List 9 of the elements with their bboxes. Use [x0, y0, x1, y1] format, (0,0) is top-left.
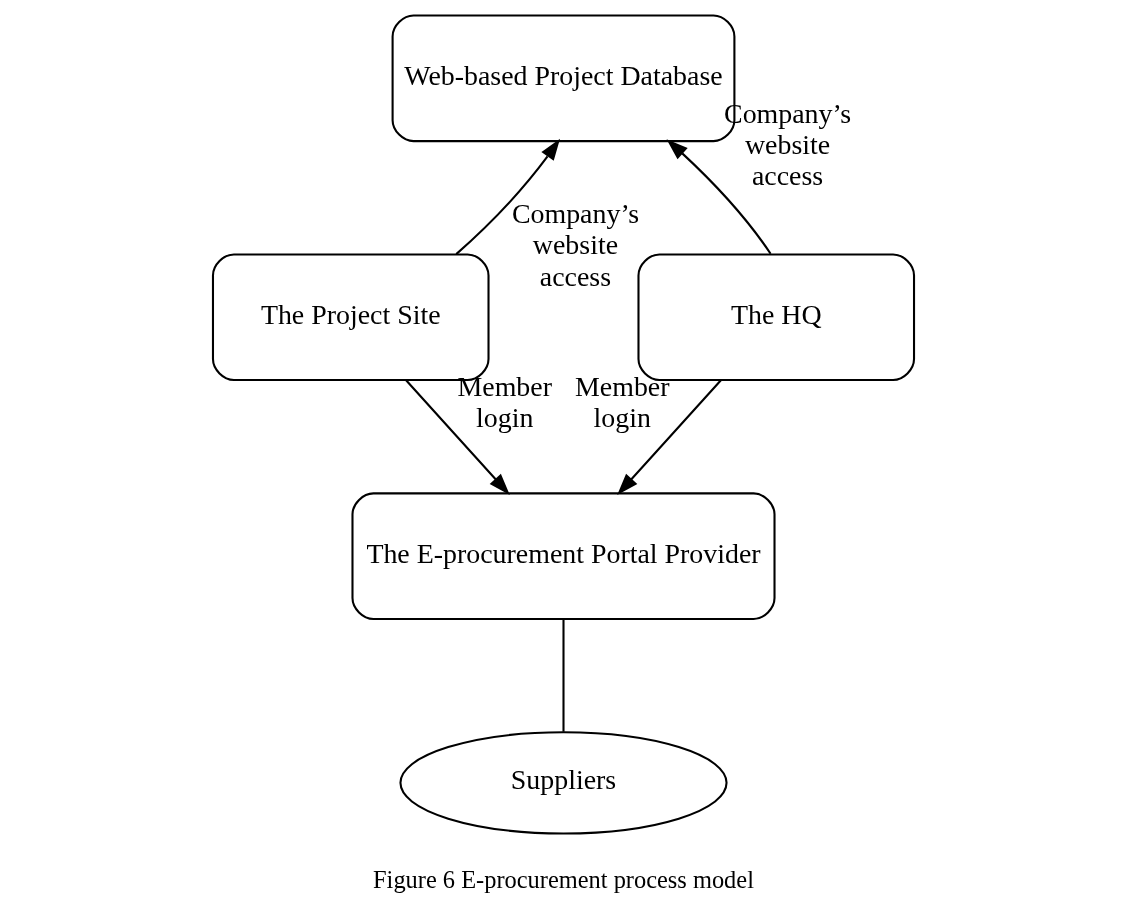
arrow	[616, 379, 722, 495]
connector	[561, 619, 565, 732]
arrow	[404, 379, 510, 495]
node-ellipse: Suppliers	[398, 731, 728, 835]
caption: Figure 6 E-procurement process model	[372, 865, 754, 893]
edge-label: Company’s website access	[511, 197, 639, 292]
arrow	[666, 139, 771, 255]
arrow	[455, 138, 560, 255]
node-box: The E-procurement Portal Provider	[350, 492, 776, 620]
